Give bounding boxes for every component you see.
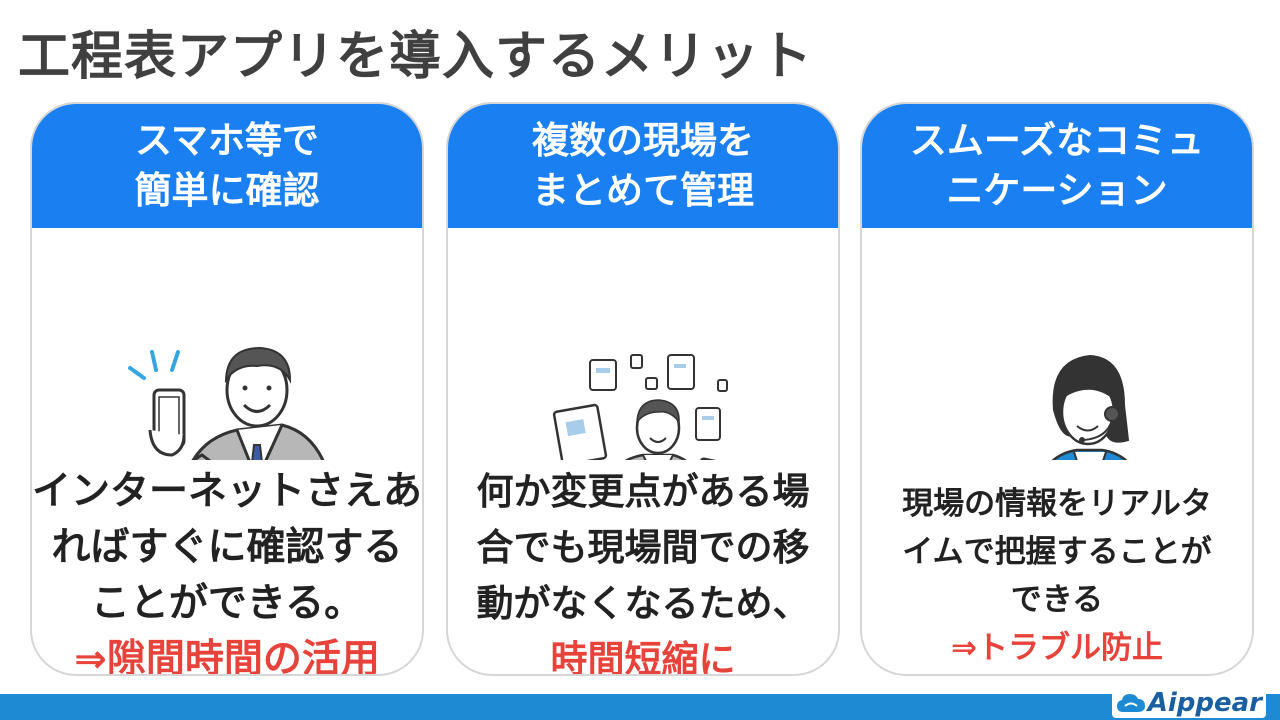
merit-card-2: 複数の現場を まとめて管理 何か変更点がある <box>446 102 840 676</box>
card-heading-line-1: スマホ等で <box>135 119 319 162</box>
body-line-3: 動がなくなるため、 <box>476 582 810 625</box>
aippear-logo: Aippear <box>1111 688 1266 718</box>
body-line-1: 何か変更点がある場 <box>476 470 810 513</box>
card-body-text: 現場の情報をリアルタ イムで把握することが できる ⇒トラブル防止 <box>862 480 1252 672</box>
card-body-text: 何か変更点がある場 合でも現場間での移 動がなくなるため、 時間短縮に <box>448 464 838 676</box>
card-heading: スムーズなコミュ ニケーション <box>862 104 1252 228</box>
card-heading: 複数の現場を まとめて管理 <box>448 104 838 228</box>
page-title: 工程表アプリを導入するメリット <box>18 27 814 87</box>
card-emphasis: 時間短縮に <box>550 638 736 676</box>
motion-lines-icon <box>128 350 180 380</box>
body-line-3: できる <box>1010 582 1104 618</box>
card-emphasis: ⇒隙間時間の活用 <box>74 637 380 676</box>
man-with-smartphone-illustration <box>128 346 325 460</box>
headset-icon <box>1104 406 1120 422</box>
logo-text: Aippear <box>1147 688 1262 718</box>
man-with-documents-illustration <box>552 354 744 460</box>
card-body-text: インターネットさえあ ればすぐに確認する ことができる。 ⇒隙間時間の活用 <box>32 464 423 676</box>
woman-with-headset-illustration <box>1051 354 1130 460</box>
body-line-3: ことができる。 <box>90 581 364 626</box>
cloud-icon <box>1116 694 1145 712</box>
body-line-1: 現場の情報をリアルタ <box>902 486 1212 522</box>
body-line-1: インターネットさえあ <box>32 469 423 514</box>
card-emphasis: ⇒トラブル防止 <box>951 630 1163 666</box>
footer-bar <box>0 694 1280 720</box>
merit-card-1: スマホ等で 簡単に確認 インターネットさえあ ればすぐに確認する ことができる。… <box>30 102 424 676</box>
card-heading: スマホ等で 簡単に確認 <box>32 104 422 228</box>
card-heading-line-2: まとめて管理 <box>532 169 754 212</box>
card-heading-line-2: 簡単に確認 <box>134 169 320 212</box>
body-line-2: 合でも現場間での移 <box>476 526 810 569</box>
document-icons <box>589 354 728 441</box>
body-line-2: イムで把握することが <box>902 534 1212 570</box>
card-heading-line-2: ニケーション <box>946 169 1168 212</box>
card-heading-line-1: 複数の現場を <box>532 119 754 162</box>
body-line-2: ればすぐに確認する <box>51 525 403 570</box>
card-heading-line-1: スムーズなコミュ <box>909 119 1205 162</box>
merit-card-3: スムーズなコミュ ニケーション 現場の情報をリアルタ イムで把握することが でき… <box>860 102 1254 676</box>
